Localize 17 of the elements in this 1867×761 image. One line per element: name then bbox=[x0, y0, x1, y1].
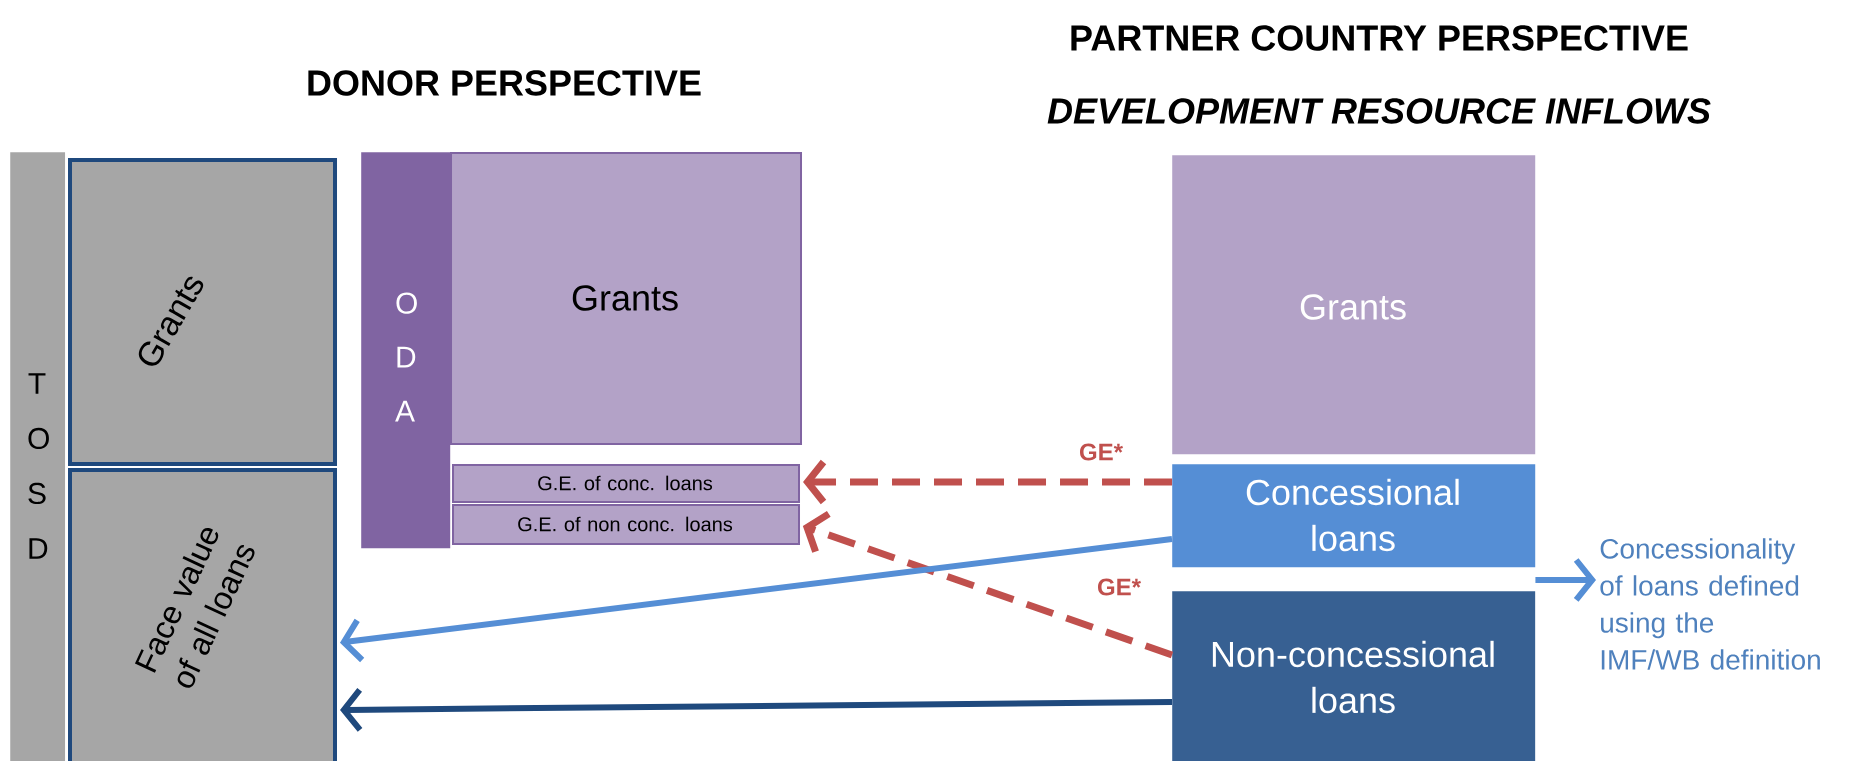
category-box: G.E. of non conc. loans bbox=[452, 504, 800, 545]
arrow bbox=[802, 510, 1174, 659]
category-box: Face value of all loans bbox=[68, 468, 337, 761]
edge-label: GE* bbox=[1095, 576, 1144, 598]
side-band: T O S D bbox=[10, 152, 66, 761]
side-band: O D A bbox=[361, 152, 451, 549]
category-box: Non-concessional loans bbox=[1172, 591, 1536, 761]
category-box: Concessional loans bbox=[1172, 464, 1536, 568]
arrow bbox=[340, 687, 1173, 732]
category-box: Grants bbox=[450, 152, 802, 445]
arrow bbox=[340, 536, 1173, 663]
note-text: Concessionality of loans defined using the IMF/WB definition bbox=[1600, 538, 1820, 670]
category-box: G.E. of conc. loans bbox=[452, 464, 800, 503]
heading: DONOR PERSPECTIVE bbox=[308, 70, 701, 96]
edge-label: GE* bbox=[1077, 441, 1126, 463]
category-box: Grants bbox=[1172, 155, 1536, 455]
heading: PARTNER COUNTRY PERSPECTIVE bbox=[1071, 25, 1688, 51]
